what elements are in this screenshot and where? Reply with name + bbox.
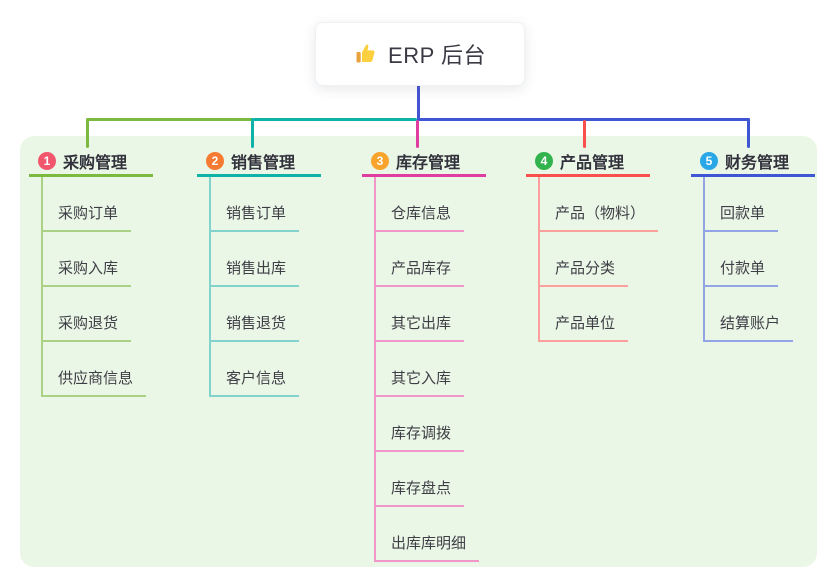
branch-sales-children: 销售订单 销售出库 销售退货 客户信息 — [209, 177, 321, 397]
child-node[interactable]: 销售出库 — [211, 232, 300, 287]
branch-inventory: 3 库存管理 仓库信息 产品库存 其它出库 其它入库 库存调拨 库存盘点 出库库… — [362, 148, 486, 562]
branch-label: 采购管理 — [63, 155, 128, 172]
child-node[interactable]: 销售退货 — [211, 287, 300, 342]
connector-h-blue — [417, 118, 750, 121]
branch-inventory-node[interactable]: 3 库存管理 — [362, 148, 486, 177]
root-connector-line — [417, 84, 420, 121]
child-node[interactable]: 产品库存 — [376, 232, 465, 287]
branch-number-badge: 2 — [206, 152, 224, 170]
branch-sales: 2 销售管理 销售订单 销售出库 销售退货 客户信息 — [197, 148, 321, 397]
child-node[interactable]: 库存盘点 — [376, 452, 465, 507]
branch-number-badge: 1 — [38, 152, 56, 170]
branch-label: 财务管理 — [725, 155, 790, 172]
child-node[interactable]: 销售订单 — [211, 177, 300, 232]
child-node[interactable]: 库存调拨 — [376, 397, 465, 452]
connector-h-teal — [253, 118, 417, 121]
branch-number-badge: 3 — [371, 152, 389, 170]
connector-drop-purchase — [86, 118, 89, 148]
root-node[interactable]: ERP 后台 — [315, 22, 525, 86]
branch-label: 产品管理 — [560, 155, 625, 172]
connector-drop-product — [583, 120, 586, 148]
child-node[interactable]: 结算账户 — [705, 287, 794, 342]
child-node[interactable]: 供应商信息 — [43, 342, 147, 397]
branch-label: 库存管理 — [396, 155, 461, 172]
branch-purchase-node[interactable]: 1 采购管理 — [29, 148, 153, 177]
child-node[interactable]: 其它入库 — [376, 342, 465, 397]
branch-finance-node[interactable]: 5 财务管理 — [691, 148, 815, 177]
branch-inventory-children: 仓库信息 产品库存 其它出库 其它入库 库存调拨 库存盘点 出库库明细 — [374, 177, 486, 562]
child-node[interactable]: 仓库信息 — [376, 177, 465, 232]
branch-label: 销售管理 — [231, 155, 296, 172]
branch-product-node[interactable]: 4 产品管理 — [526, 148, 650, 177]
thumbs-up-icon — [356, 44, 375, 63]
branch-number-badge: 4 — [535, 152, 553, 170]
connector-drop-sales — [251, 118, 254, 148]
connector-drop-finance — [747, 118, 750, 148]
branch-finance-children: 回款单 付款单 结算账户 — [703, 177, 815, 342]
child-node[interactable]: 采购退货 — [43, 287, 132, 342]
child-node[interactable]: 产品单位 — [540, 287, 629, 342]
branch-sales-node[interactable]: 2 销售管理 — [197, 148, 321, 177]
connector-h-green — [87, 118, 253, 121]
child-node[interactable]: 采购入库 — [43, 232, 132, 287]
child-node[interactable]: 付款单 — [705, 232, 779, 287]
branch-purchase-children: 采购订单 采购入库 采购退货 供应商信息 — [41, 177, 153, 397]
branch-product: 4 产品管理 产品（物料） 产品分类 产品单位 — [526, 148, 659, 342]
child-node[interactable]: 采购订单 — [43, 177, 132, 232]
root-title: ERP 后台 — [388, 43, 486, 68]
branch-product-children: 产品（物料） 产品分类 产品单位 — [538, 177, 659, 342]
branches-panel — [20, 136, 817, 567]
child-node[interactable]: 出库库明细 — [376, 507, 480, 562]
child-node[interactable]: 客户信息 — [211, 342, 300, 397]
child-node[interactable]: 产品（物料） — [540, 177, 659, 232]
child-node[interactable]: 回款单 — [705, 177, 779, 232]
child-node[interactable]: 产品分类 — [540, 232, 629, 287]
connector-drop-inventory — [416, 120, 419, 148]
branch-finance: 5 财务管理 回款单 付款单 结算账户 — [691, 148, 815, 342]
child-node[interactable]: 其它出库 — [376, 287, 465, 342]
branch-number-badge: 5 — [700, 152, 718, 170]
branch-purchase: 1 采购管理 采购订单 采购入库 采购退货 供应商信息 — [29, 148, 153, 397]
